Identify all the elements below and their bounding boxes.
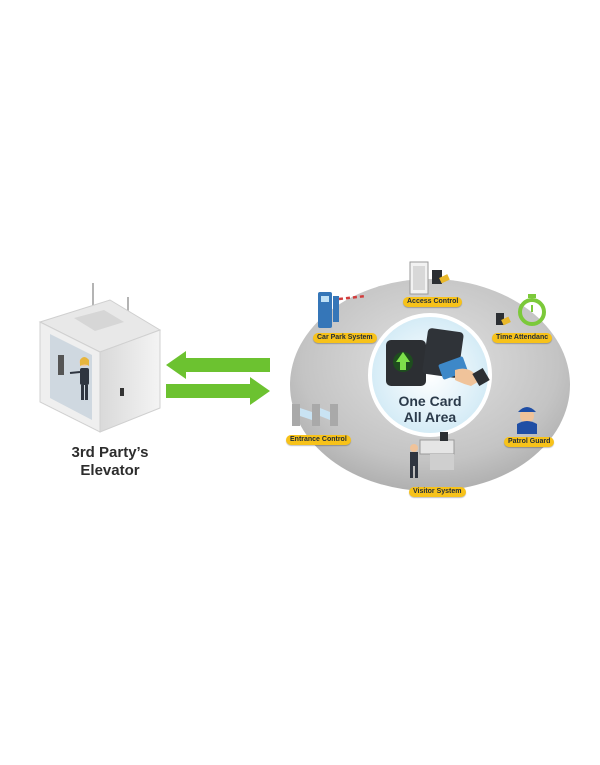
elevator-label-line2: Elevator: [80, 462, 140, 479]
tag-access-control: Access Control: [403, 297, 463, 307]
access-control-illustration: [409, 261, 450, 295]
tag-car-park-system: Car Park System: [313, 333, 377, 343]
entrance-control-illustration: [292, 404, 338, 426]
tag-entrance-control: Entrance Control: [286, 435, 351, 445]
time-attendance-illustration: [496, 294, 546, 326]
hub-title-line2: All Area: [403, 409, 457, 425]
tag-visitor-system: Visitor System: [409, 487, 466, 497]
tag-patrol-guard: Patrol Guard: [504, 437, 555, 447]
visitor-system-illustration: [410, 432, 455, 478]
car-park-illustration: [318, 292, 367, 328]
patrol-guard-illustration: [517, 407, 537, 434]
hub-title: One Card All Area: [380, 393, 480, 425]
arrow-left: [166, 351, 270, 379]
elevator-label-line1: 3rd Party’s: [71, 444, 149, 461]
tag-time-attendance: Time Attendanc: [492, 333, 553, 343]
elevator-illustration: [38, 283, 162, 433]
elevator-label: 3rd Party’s Elevator: [40, 444, 180, 480]
hub-title-line1: One Card: [398, 393, 462, 409]
arrow-right: [166, 377, 270, 405]
